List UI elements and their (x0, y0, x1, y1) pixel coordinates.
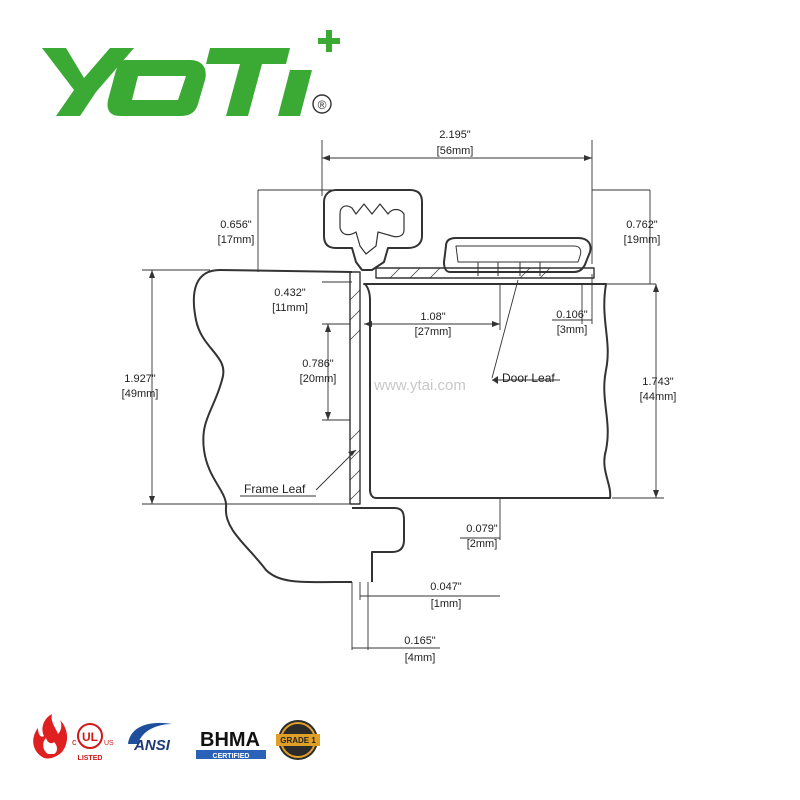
dim-frame-height-inch: 1.927" (124, 373, 156, 385)
registered-mark: ® (318, 98, 327, 112)
dim-overall-width-inch: 2.195" (439, 129, 471, 141)
dim-knuckle-offset-mm: [11mm] (272, 302, 308, 314)
grade-1-label: GRADE 1 (280, 736, 316, 745)
bhma-certified-label: CERTIFIED (213, 753, 250, 760)
dim-top-left-mm: [17mm] (218, 234, 255, 246)
dim-knuckle-offset-inch: 0.432" (274, 287, 306, 299)
dim-frame-height-mm: [49mm] (122, 388, 159, 400)
door-leaf-plate (375, 267, 595, 279)
channel-cover (443, 237, 592, 273)
dim-hole-spacing-inch: 0.786" (302, 358, 334, 370)
ul-listed-label: LISTED (78, 755, 103, 762)
dim-door-height-mm: [44mm] (640, 391, 677, 403)
watermark: www.ytai.com (373, 377, 466, 394)
grade-1-seal: GRADE 1 (276, 720, 320, 760)
dim-hole-spacing-mm: [20mm] (300, 373, 337, 385)
frame-leaf-plate (349, 271, 361, 505)
ansi-label: ANSI (133, 737, 171, 754)
ul-c-mark: c (72, 737, 77, 747)
dimension-lines (142, 140, 664, 650)
hinge-cross-section (192, 189, 612, 584)
ul-mark: UL (82, 730, 98, 744)
door-section (363, 283, 612, 499)
certification-badges: c UL US LISTED ANSI BHMA CERTIFIED GRADE… (33, 714, 320, 762)
door-leaf-callout: Door Leaf (502, 371, 555, 385)
dim-total-thickness-inch: 0.165" (404, 635, 436, 647)
fire-rated-icon (33, 714, 68, 759)
dim-bottom-gap-inch: 0.079" (466, 523, 498, 535)
dim-door-height-inch: 1.743" (642, 376, 674, 388)
dim-leaf-thickness-inch: 0.047" (430, 581, 462, 593)
dim-top-right-inch: 0.762" (626, 219, 658, 231)
dimension-arrows (149, 155, 659, 504)
ul-listed-badge: c UL US LISTED (72, 723, 114, 762)
dim-door-gap-mm: [3mm] (557, 324, 588, 336)
hinge-knuckle (323, 189, 423, 271)
frame-section (192, 269, 353, 584)
dim-inner-width-mm: [27mm] (415, 326, 452, 338)
dim-leaf-thickness-mm: [1mm] (431, 598, 462, 610)
dimension-labels: 2.195" [56mm] 0.656" [17mm] 0.762" [19mm… (122, 129, 677, 664)
dim-top-right-mm: [19mm] (624, 234, 661, 246)
dim-top-left-inch: 0.656" (220, 219, 252, 231)
brand-logo: ® (42, 30, 340, 116)
ansi-badge: ANSI (128, 722, 172, 754)
bhma-badge: BHMA CERTIFIED (196, 729, 266, 760)
dim-door-gap-inch: 0.106" (556, 309, 588, 321)
dim-total-thickness-mm: [4mm] (405, 652, 436, 664)
frame-leaf-callout: Frame Leaf (244, 482, 306, 496)
dim-overall-width-mm: [56mm] (437, 145, 474, 157)
dim-inner-width-inch: 1.08" (420, 311, 445, 323)
bhma-label: BHMA (200, 729, 260, 751)
ul-us-mark: US (104, 740, 114, 747)
dim-bottom-gap-mm: [2mm] (467, 538, 498, 550)
